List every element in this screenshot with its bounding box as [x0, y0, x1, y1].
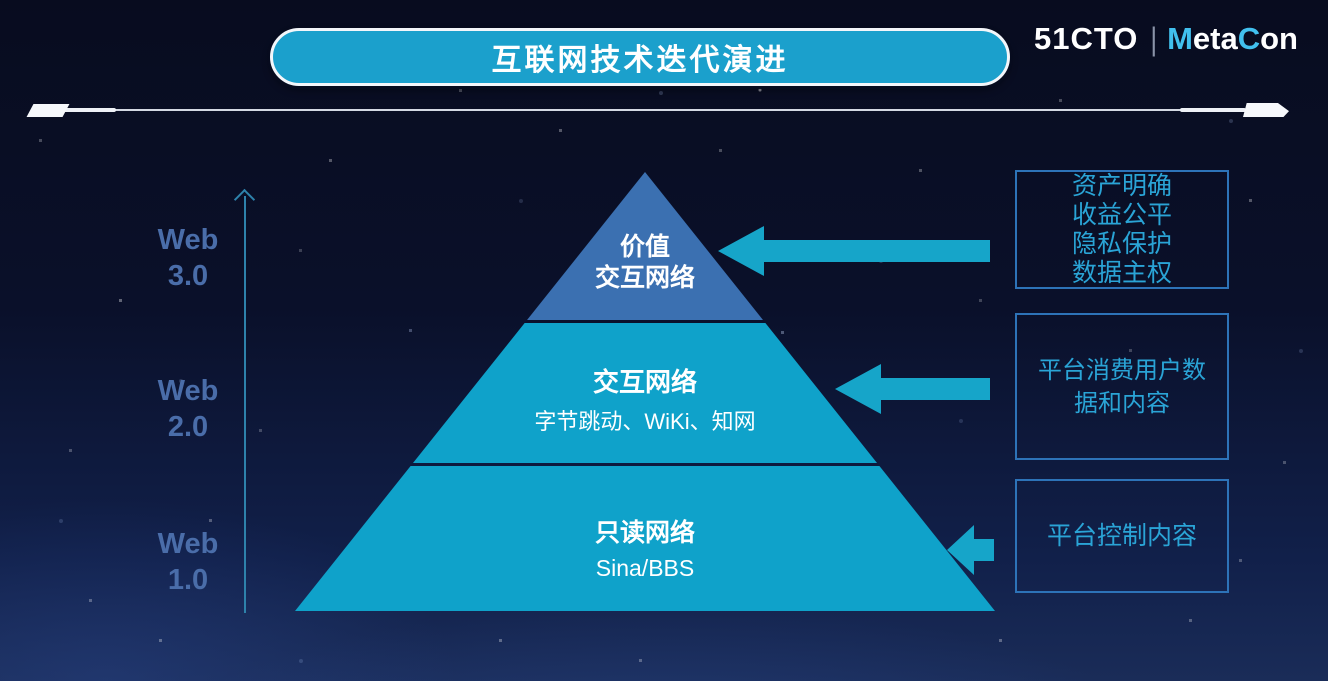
axis-label-web3-top: Web — [157, 224, 219, 256]
left-arrow-icon-web3 — [718, 226, 990, 276]
callout-web2-line: 平台消费用户数据和内容 — [1038, 356, 1206, 417]
divider-left-cap — [26, 104, 70, 117]
divider-line — [60, 109, 1286, 111]
axis-label-web1: Web 1.0 — [128, 526, 248, 598]
divider-right-segment — [1180, 108, 1246, 112]
logo-metacon-part-on: on — [1260, 21, 1298, 56]
left-arrow-icon-web2 — [835, 364, 990, 414]
callout-web3-line: 数据主权 — [1071, 258, 1172, 287]
pyramid-level-web1: 只读网络 Sina/BBS — [295, 466, 995, 611]
axis-arrowhead-icon — [233, 188, 256, 211]
pyramid-level-web3-subtitle: 交互网络 — [594, 264, 695, 292]
callout-box-web3: 资产明确 收益公平 隐私保护 数据主权 — [1015, 170, 1229, 289]
axis-label-web2-top: Web — [157, 375, 219, 407]
logo-metacon-text: MetaCon — [1167, 21, 1298, 57]
pyramid-level-web1-subtitle: Sina/BBS — [595, 555, 695, 581]
logo-51cto-text: 51CTO — [1033, 21, 1139, 56]
logo-divider: | — [1150, 19, 1158, 58]
callout-box-web1: 平台控制内容 — [1015, 479, 1229, 593]
logo-metacon-part-m: M — [1167, 21, 1193, 56]
callout-web1-line: 平台控制内容 — [1046, 522, 1197, 550]
pyramid-level-web2-title: 交互网络 — [592, 367, 697, 397]
callout-web3-line: 资产明确 — [1071, 171, 1172, 200]
brand-logo: 51CTO | MetaCon — [1033, 19, 1298, 58]
title-banner: 互联网技术迭代演进 — [270, 28, 1010, 86]
callout-box-web2: 平台消费用户数据和内容 — [1015, 313, 1229, 460]
page-title: 互联网技术迭代演进 — [491, 44, 789, 77]
evolution-axis-line — [244, 196, 246, 613]
divider-right-cap — [1243, 103, 1289, 117]
axis-label-web3-bottom: 3.0 — [167, 260, 209, 292]
pyramid-level-web3-title: 价值 — [619, 233, 670, 261]
divider-left-segment — [60, 108, 116, 112]
pyramid-level-web1-title: 只读网络 — [594, 519, 695, 547]
pyramid-level-web2-subtitle: 字节跳动、WiKi、知网 — [534, 409, 756, 434]
axis-label-web1-bottom: 1.0 — [167, 564, 209, 596]
logo-metacon-part-eta: eta — [1192, 21, 1238, 56]
axis-label-web3: Web 3.0 — [128, 222, 248, 294]
callout-web3-line: 隐私保护 — [1071, 229, 1172, 258]
callout-web3-line: 收益公平 — [1071, 200, 1172, 229]
starfield-large — [0, 0, 2, 2]
logo-metacon-part-c: C — [1237, 21, 1261, 56]
axis-label-web1-top: Web — [157, 528, 219, 560]
axis-label-web2: Web 2.0 — [128, 373, 248, 445]
axis-label-web2-bottom: 2.0 — [167, 411, 209, 443]
